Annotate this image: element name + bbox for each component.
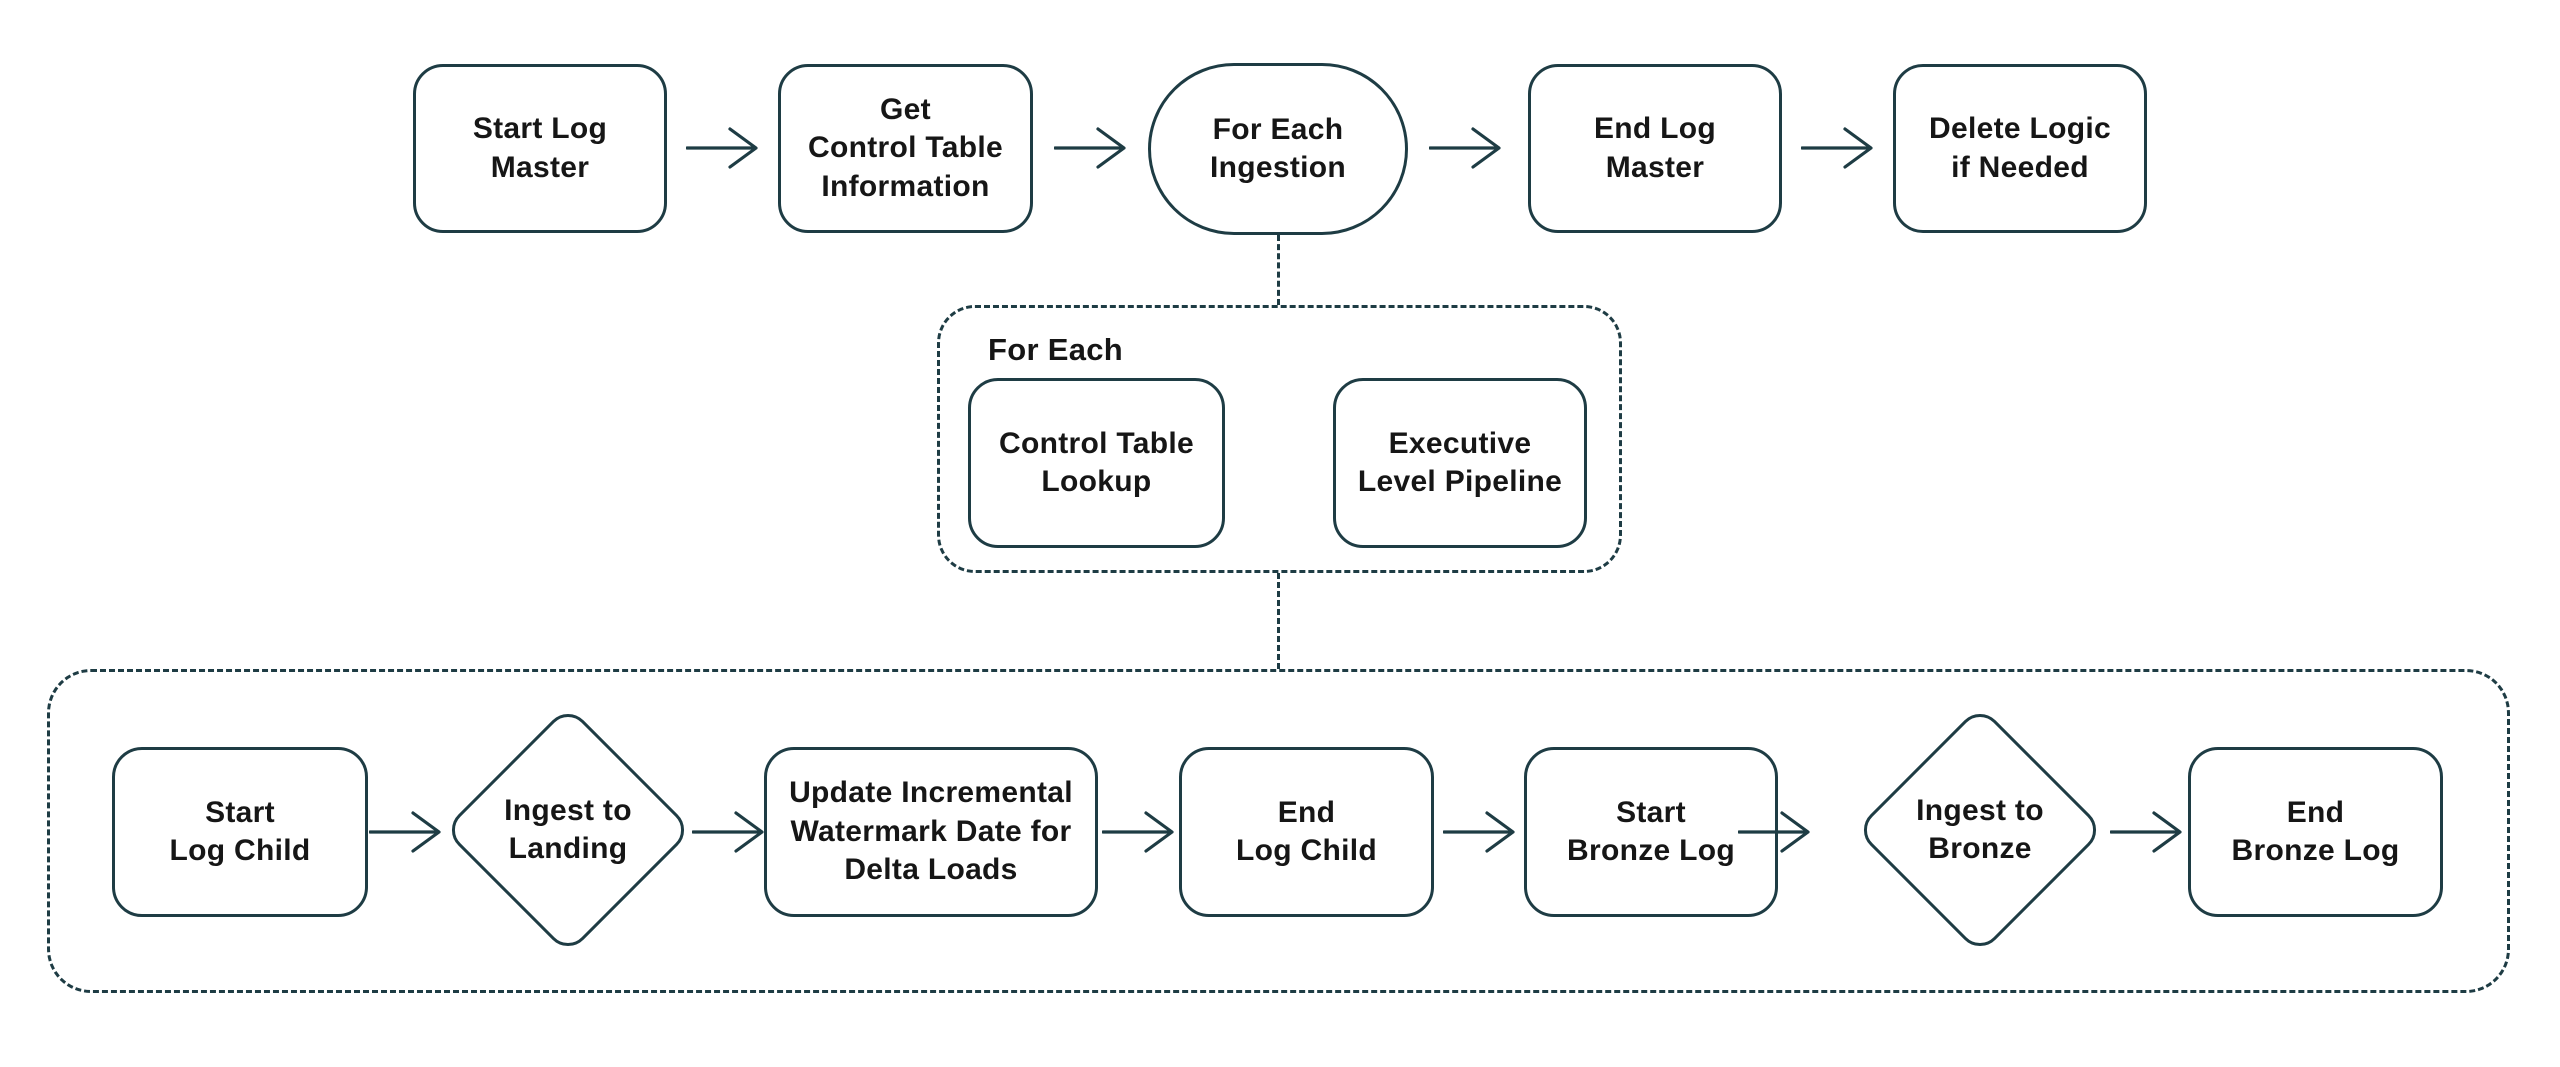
arrow-icon xyxy=(1443,811,1515,853)
node-end-bronze-log: End Bronze Log xyxy=(2188,747,2443,917)
arrow-icon xyxy=(686,127,758,169)
node-delete-logic-if-needed: Delete Logic if Needed xyxy=(1893,64,2147,233)
arrow-icon xyxy=(1429,127,1501,169)
node-start-log-master: Start Log Master xyxy=(413,64,667,233)
node-start-log-child: Start Log Child xyxy=(112,747,368,917)
arrow-icon xyxy=(1102,811,1174,853)
arrow-icon xyxy=(369,811,441,853)
node-end-log-master: End Log Master xyxy=(1528,64,1782,233)
node-start-bronze-log: Start Bronze Log xyxy=(1524,747,1778,917)
arrow-icon xyxy=(692,811,764,853)
node-for-each-ingestion: For Each Ingestion xyxy=(1148,63,1408,235)
dashed-connector xyxy=(1277,235,1280,305)
arrow-icon xyxy=(1738,811,1810,853)
node-ingest-to-landing: Ingest to Landing xyxy=(442,703,694,957)
arrow-icon xyxy=(1054,127,1126,169)
node-ingest-to-bronze: Ingest to Bronze xyxy=(1854,703,2106,957)
node-update-incremental-watermark: Update Incremental Watermark Date for De… xyxy=(764,747,1098,917)
node-label: Ingest to Landing xyxy=(504,793,632,865)
for-each-group-label: For Each xyxy=(988,332,1124,367)
child-pipeline-group xyxy=(47,669,2510,993)
node-executive-level-pipeline: Executive Level Pipeline xyxy=(1333,378,1587,548)
node-label: Ingest to Bronze xyxy=(1916,793,2044,865)
node-end-log-child: End Log Child xyxy=(1179,747,1434,917)
for-each-group: For Each xyxy=(937,305,1622,573)
dashed-connector xyxy=(1277,573,1280,669)
arrow-icon xyxy=(1801,127,1873,169)
node-control-table-lookup: Control Table Lookup xyxy=(968,378,1225,548)
node-get-control-table-information: Get Control Table Information xyxy=(778,64,1033,233)
arrow-icon xyxy=(2110,811,2182,853)
